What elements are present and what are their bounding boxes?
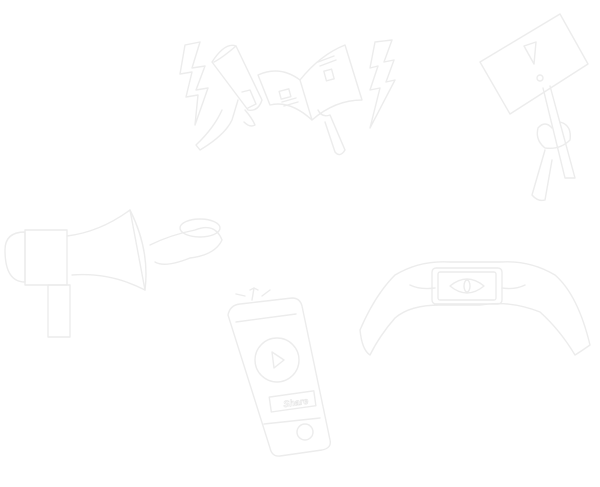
protest-sign-icon (479, 13, 589, 202)
home-button (296, 423, 314, 441)
scroll-icon (195, 44, 263, 151)
magazine-icon (257, 44, 363, 156)
play-button-circle (254, 337, 300, 383)
lightning-icon (179, 41, 209, 126)
smartphone-icon: Share (227, 287, 332, 457)
play-icon (271, 351, 285, 369)
megaphone-icon (4, 209, 223, 338)
share-label: Share (283, 396, 309, 409)
lightning-icon (369, 39, 396, 129)
share-arrows-icon (235, 287, 271, 301)
hands-phone-eye-icon (359, 261, 591, 356)
eye-icon (449, 278, 485, 294)
share-button (268, 390, 317, 413)
